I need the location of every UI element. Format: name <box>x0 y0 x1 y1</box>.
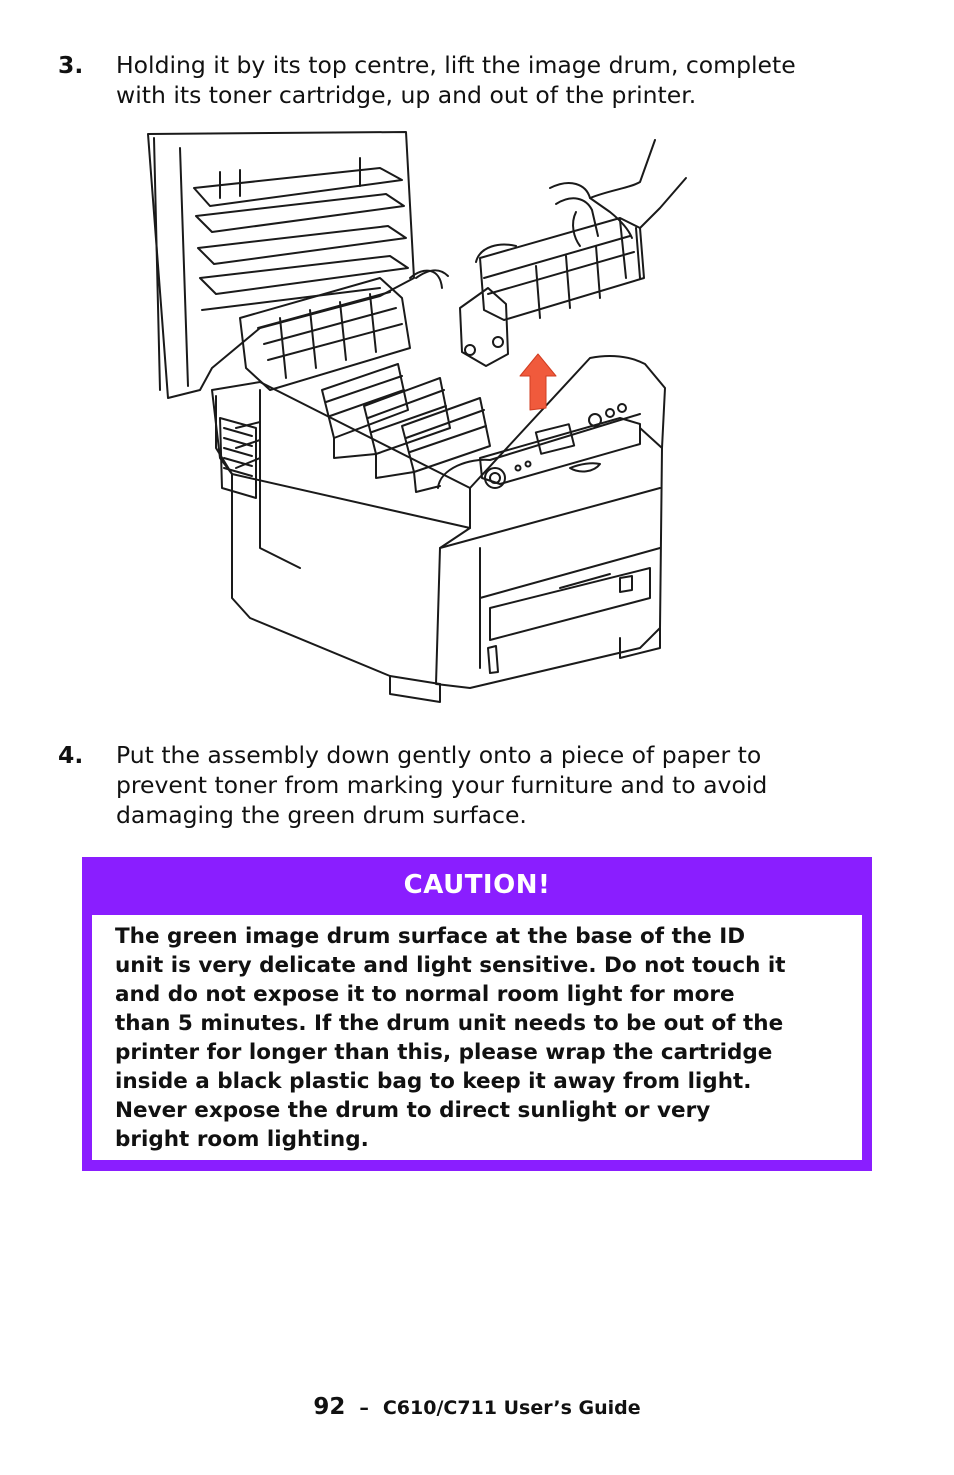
caution-text: The green image drum surface at the base… <box>115 922 862 1154</box>
hand-icon <box>549 139 687 247</box>
caution-text-line: than 5 minutes. If the drum unit needs t… <box>115 1011 784 1036</box>
printer-interior <box>239 269 449 391</box>
step-number: 3. <box>58 51 84 79</box>
page-number: 92 <box>313 1394 346 1420</box>
footer-separator: – <box>359 1397 369 1419</box>
caution-text-line: The green image drum surface at the base… <box>115 924 746 949</box>
guide-title: C610/C711 User’s Guide <box>382 1397 641 1419</box>
step-3: 3. Holding it by its top centre, lift th… <box>58 50 878 112</box>
control-panel <box>479 403 641 489</box>
step-text: Put the assembly down gently onto a piec… <box>116 740 767 830</box>
step-number: 4. <box>58 741 84 769</box>
step-text-line: prevent toner from marking your furnitur… <box>116 771 768 799</box>
caution-box: CAUTION! The green image drum surface at… <box>82 857 872 1171</box>
caution-text-line: inside a black plastic bag to keep it aw… <box>115 1069 752 1094</box>
printer-body <box>211 355 666 703</box>
cable <box>409 269 443 289</box>
page-footer: 92–C610/C711 User’s Guide <box>0 1394 954 1420</box>
step-text: Holding it by its top centre, lift the i… <box>116 50 796 110</box>
step-text-line: with its toner cartridge, up and out of … <box>116 81 697 109</box>
open-top-cover <box>147 131 415 399</box>
step-4: 4. Put the assembly down gently onto a p… <box>58 740 878 832</box>
caution-text-line: printer for longer than this, please wra… <box>115 1040 773 1065</box>
step-text-line: Put the assembly down gently onto a piec… <box>116 741 762 769</box>
caution-text-line: Never expose the drum to direct sunlight… <box>115 1098 711 1123</box>
caution-text-line: bright room lighting. <box>115 1127 369 1152</box>
caution-text-line: and do not expose it to normal room ligh… <box>115 982 735 1007</box>
caution-body-panel: The green image drum surface at the base… <box>92 915 862 1160</box>
installed-toner-cartridges <box>321 363 491 493</box>
step-text-line: Holding it by its top centre, lift the i… <box>116 51 796 79</box>
image-drum-unit <box>459 217 645 367</box>
printer-drum-removal-illustration <box>140 128 700 712</box>
lift-up-arrow-icon <box>519 353 557 411</box>
caution-title: CAUTION! <box>403 870 551 900</box>
caution-text-line: unit is very delicate and light sensitiv… <box>115 953 786 978</box>
step-text-line: damaging the green drum surface. <box>116 801 527 829</box>
